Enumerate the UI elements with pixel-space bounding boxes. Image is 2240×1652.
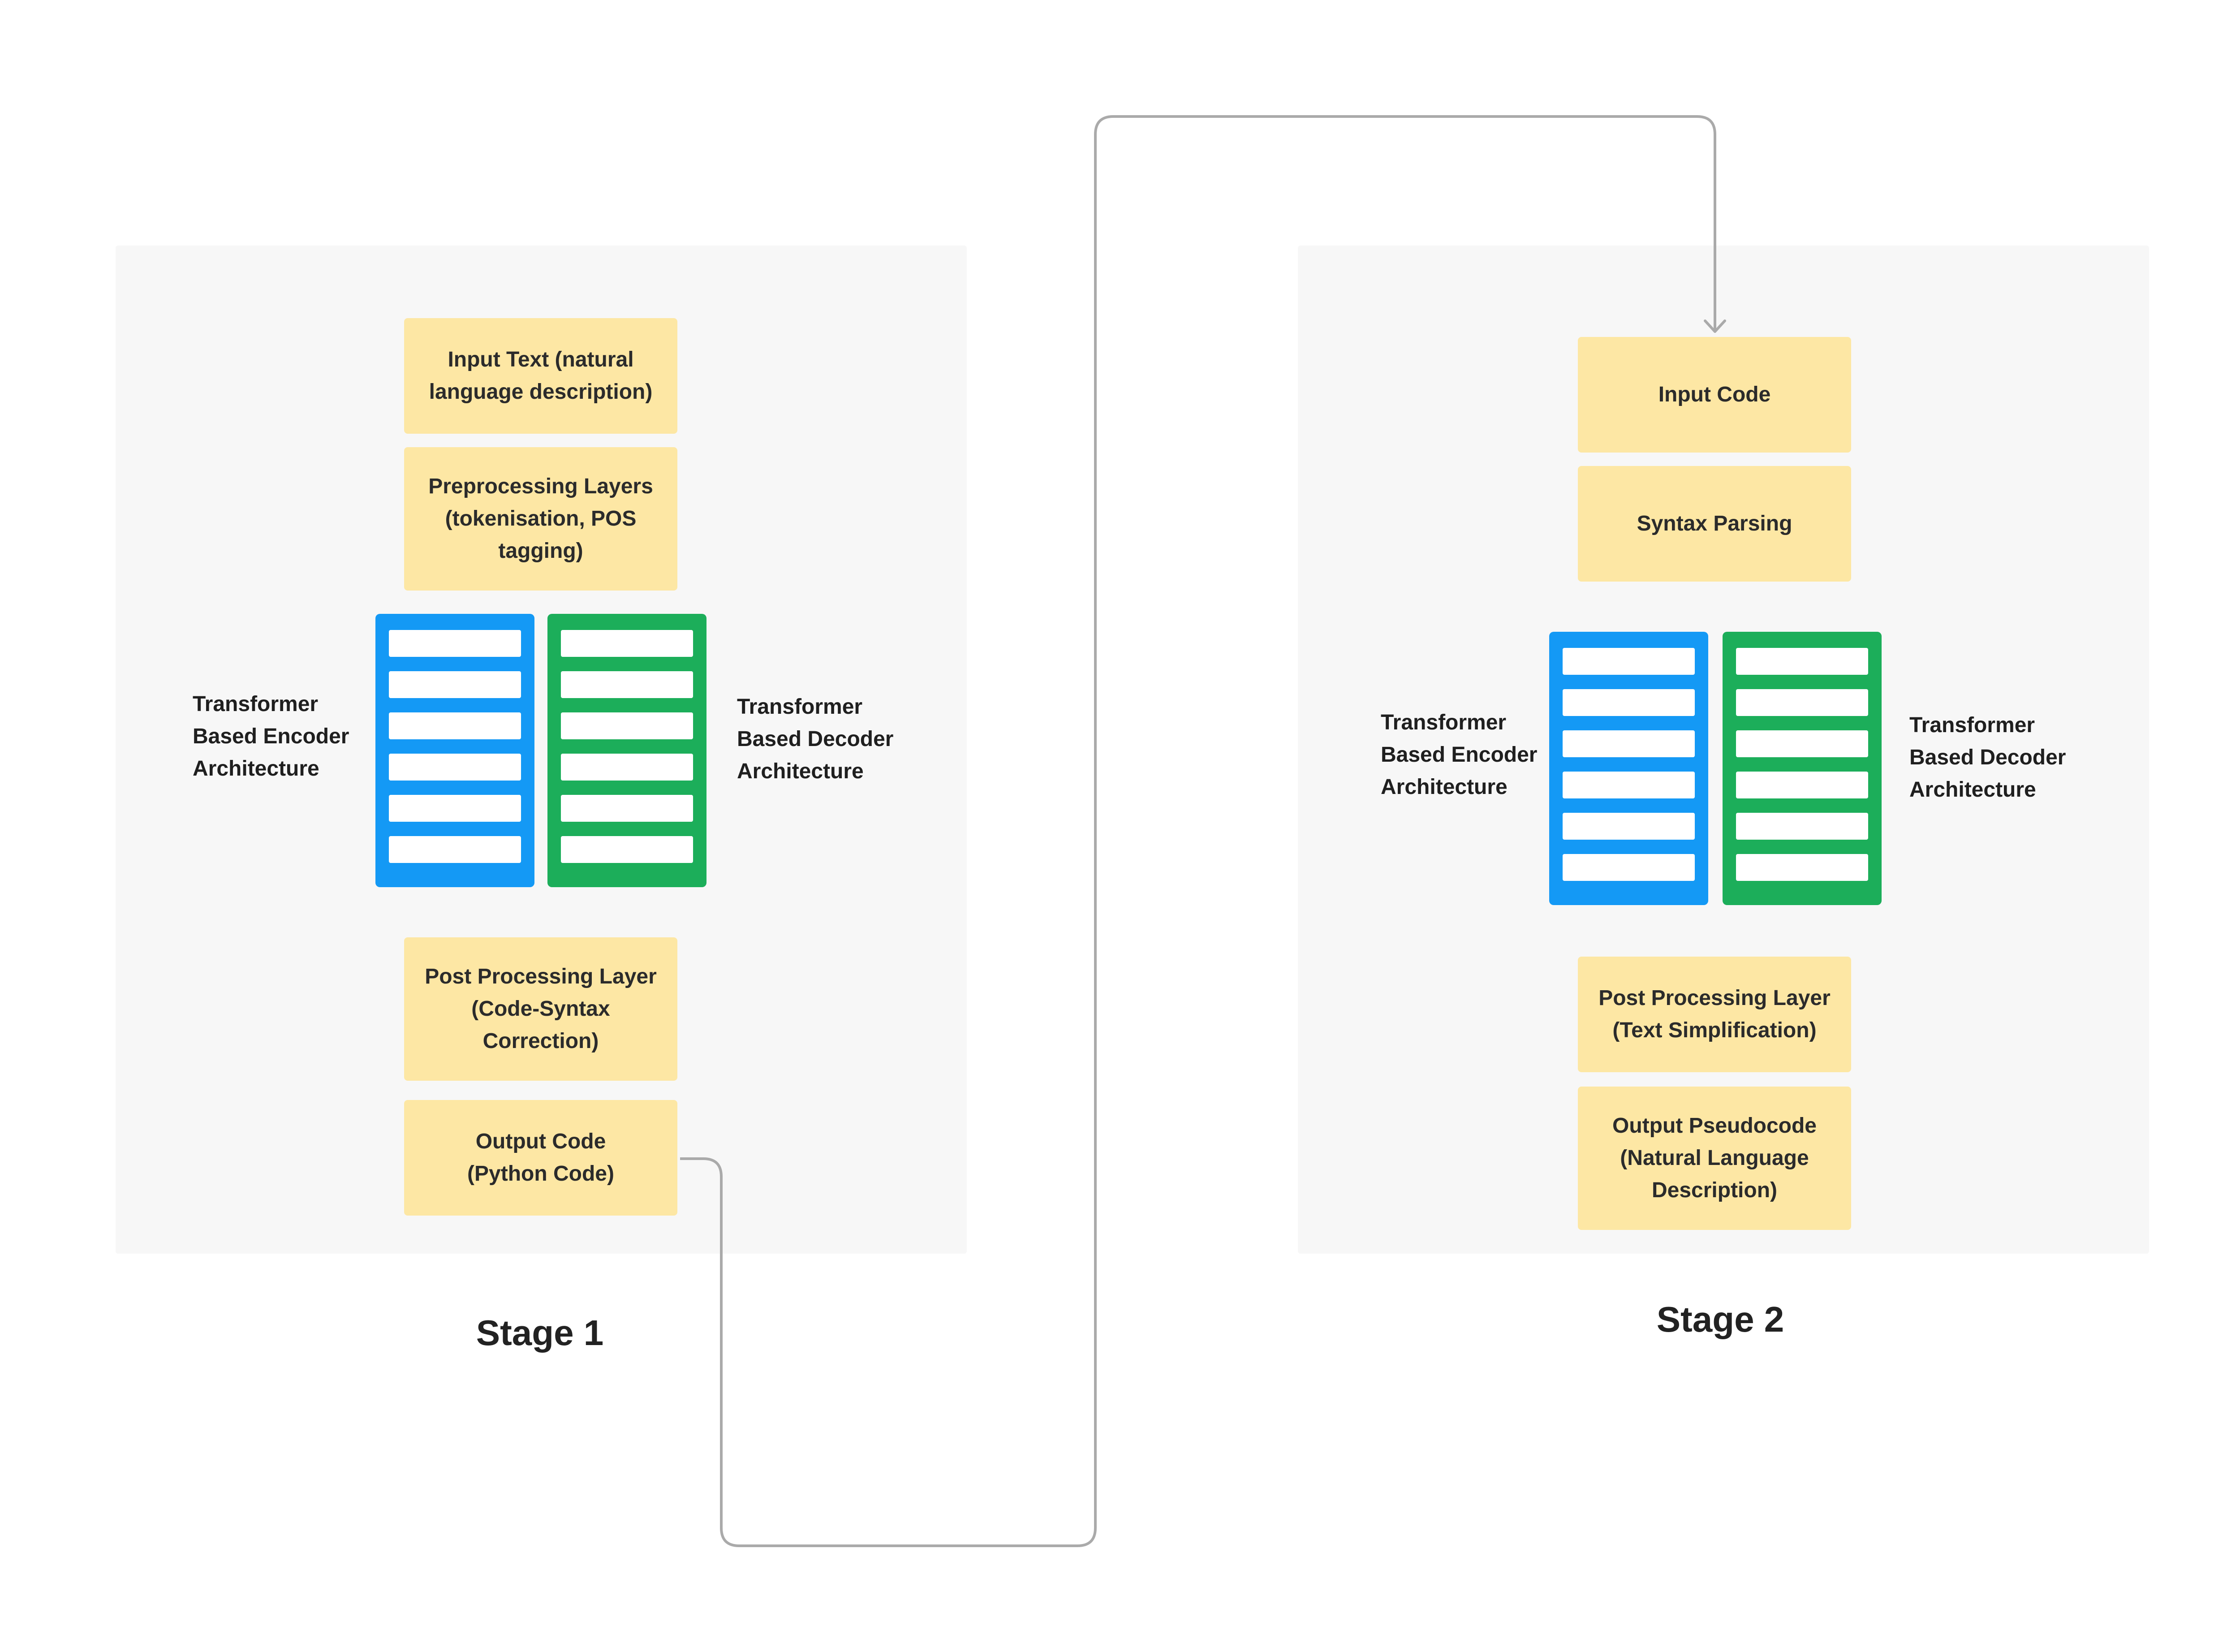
encoder-layer	[1563, 813, 1695, 840]
decoder-layer	[1736, 854, 1868, 881]
decoder-layer	[1736, 813, 1868, 840]
encoder-layer	[389, 630, 521, 657]
decoder-layer	[561, 630, 693, 657]
decoder-layer	[1736, 730, 1868, 757]
stage1-decoder-stack	[547, 614, 706, 887]
encoder-layer	[389, 795, 521, 822]
encoder-layer	[389, 712, 521, 739]
stage1-post-processing-box: Post Processing Layer (Code-Syntax Corre…	[404, 937, 677, 1081]
stage1-decoder-label: Transformer Based Decoder Architecture	[737, 695, 894, 783]
stage2-title: Stage 2	[1656, 1299, 1784, 1339]
encoder-layer	[389, 836, 521, 863]
decoder-layer	[1736, 772, 1868, 798]
stage2-input-code-box: Input Code	[1578, 337, 1851, 453]
stage2-decoder-label: Transformer Based Decoder Architecture	[1909, 713, 2066, 802]
decoder-layer	[561, 712, 693, 739]
encoder-layer	[1563, 689, 1695, 716]
connector-arrowhead	[1704, 319, 1726, 333]
stage1-preprocessing-box: Preprocessing Layers (tokenisation, POS …	[404, 447, 677, 591]
stage1-title: Stage 1	[476, 1313, 604, 1353]
stage1-encoder-stack	[375, 614, 534, 887]
decoder-layer	[561, 671, 693, 698]
connector-line	[680, 115, 1716, 1547]
stage1-encoder-label: Transformer Based Encoder Architecture	[193, 692, 349, 781]
stage2-decoder-stack	[1723, 632, 1882, 905]
stage2-post-processing-box: Post Processing Layer (Text Simplificati…	[1578, 957, 1851, 1072]
stage2-encoder-stack	[1549, 632, 1708, 905]
stage1-output-box: Output Code (Python Code)	[404, 1100, 677, 1216]
decoder-layer	[1736, 648, 1868, 675]
encoder-layer	[1563, 772, 1695, 798]
encoder-layer	[389, 754, 521, 781]
stage2-encoder-label: Transformer Based Encoder Architecture	[1381, 711, 1538, 799]
encoder-layer	[389, 671, 521, 698]
stage1-input-text-box: Input Text (natural language description…	[404, 318, 677, 434]
decoder-layer	[561, 795, 693, 822]
encoder-layer	[1563, 648, 1695, 675]
stage2-output-box: Output Pseudocode (Natural Language Desc…	[1578, 1087, 1851, 1230]
encoder-layer	[1563, 854, 1695, 881]
decoder-layer	[561, 836, 693, 863]
stage2-syntax-parsing-box: Syntax Parsing	[1578, 466, 1851, 582]
decoder-layer	[1736, 689, 1868, 716]
decoder-layer	[561, 754, 693, 781]
encoder-layer	[1563, 730, 1695, 757]
